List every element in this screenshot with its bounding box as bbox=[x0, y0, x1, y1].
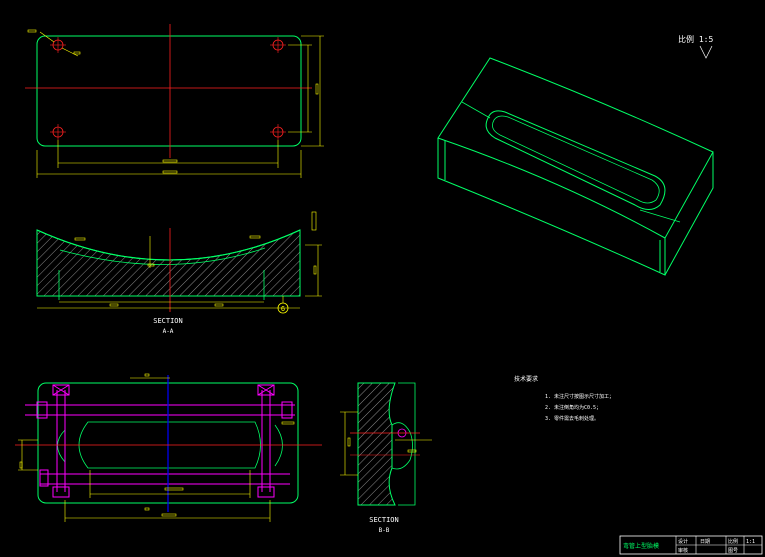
assembly-view bbox=[15, 373, 322, 522]
iso-top-face bbox=[437, 57, 714, 239]
iso-slot bbox=[485, 110, 666, 210]
notes-line-2: 2. 未注倒角均为C0.5； bbox=[545, 404, 601, 411]
isometric-view bbox=[437, 57, 714, 276]
plan-view bbox=[25, 24, 324, 178]
technical-notes: 技术要求 1. 未注尺寸按图示尺寸加工； 2. 未注倒角均为C0.5； 3. 零… bbox=[514, 375, 614, 422]
title-block-cell-3: 比例 bbox=[728, 538, 738, 545]
title-block-cell-1: 设计 bbox=[678, 538, 688, 545]
section-bb-view: SECTION B-B bbox=[340, 382, 432, 534]
title-block-cell-4: 1:1 bbox=[746, 539, 755, 545]
title-block-name: 弯管上型胎模 bbox=[623, 542, 659, 550]
section-bb-title: SECTION bbox=[369, 516, 399, 524]
title-block-cell-6: 图号 bbox=[728, 548, 738, 554]
section-bb-hatched-body bbox=[357, 382, 396, 506]
section-aa-view: SECTION A-A 6 bbox=[36, 211, 322, 335]
view3d-scale: 比例 1:5 bbox=[678, 34, 713, 44]
section-aa-label: A-A bbox=[163, 328, 174, 335]
notes-title: 技术要求 bbox=[514, 375, 538, 383]
section-bb-label: B-B bbox=[379, 527, 390, 534]
title-block: 弯管上型胎模 设计 日期 比例 1:1 审核 图号 bbox=[619, 535, 763, 555]
plan-dimensions bbox=[27, 29, 324, 178]
title-block-cell-5: 审核 bbox=[678, 547, 688, 554]
notes-line-3: 3. 零件需去毛刺处理。 bbox=[545, 415, 599, 422]
title-block-cell-2: 日期 bbox=[700, 539, 710, 545]
assembly-pipes bbox=[25, 384, 295, 498]
section-aa-title: SECTION bbox=[153, 317, 183, 325]
notes-line-1: 1. 未注尺寸按图示尺寸加工； bbox=[545, 393, 614, 400]
plan-outline bbox=[36, 35, 302, 147]
circle-marker-label: 6 bbox=[281, 305, 285, 313]
plan-holes bbox=[52, 39, 284, 138]
